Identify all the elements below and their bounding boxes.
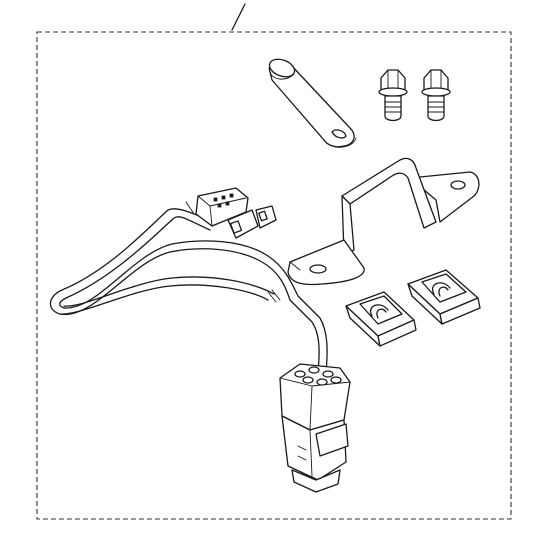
strap-icon [268,58,357,148]
clip-nut-icon [345,291,417,347]
leader-line [231,3,246,31]
bracket-icon [287,157,480,286]
bolt-icon [378,69,408,122]
clip-nut-icon [407,269,481,325]
bolt-icon [421,69,451,122]
wiring-harness-icon [49,187,351,493]
kit-boundary [36,31,512,520]
